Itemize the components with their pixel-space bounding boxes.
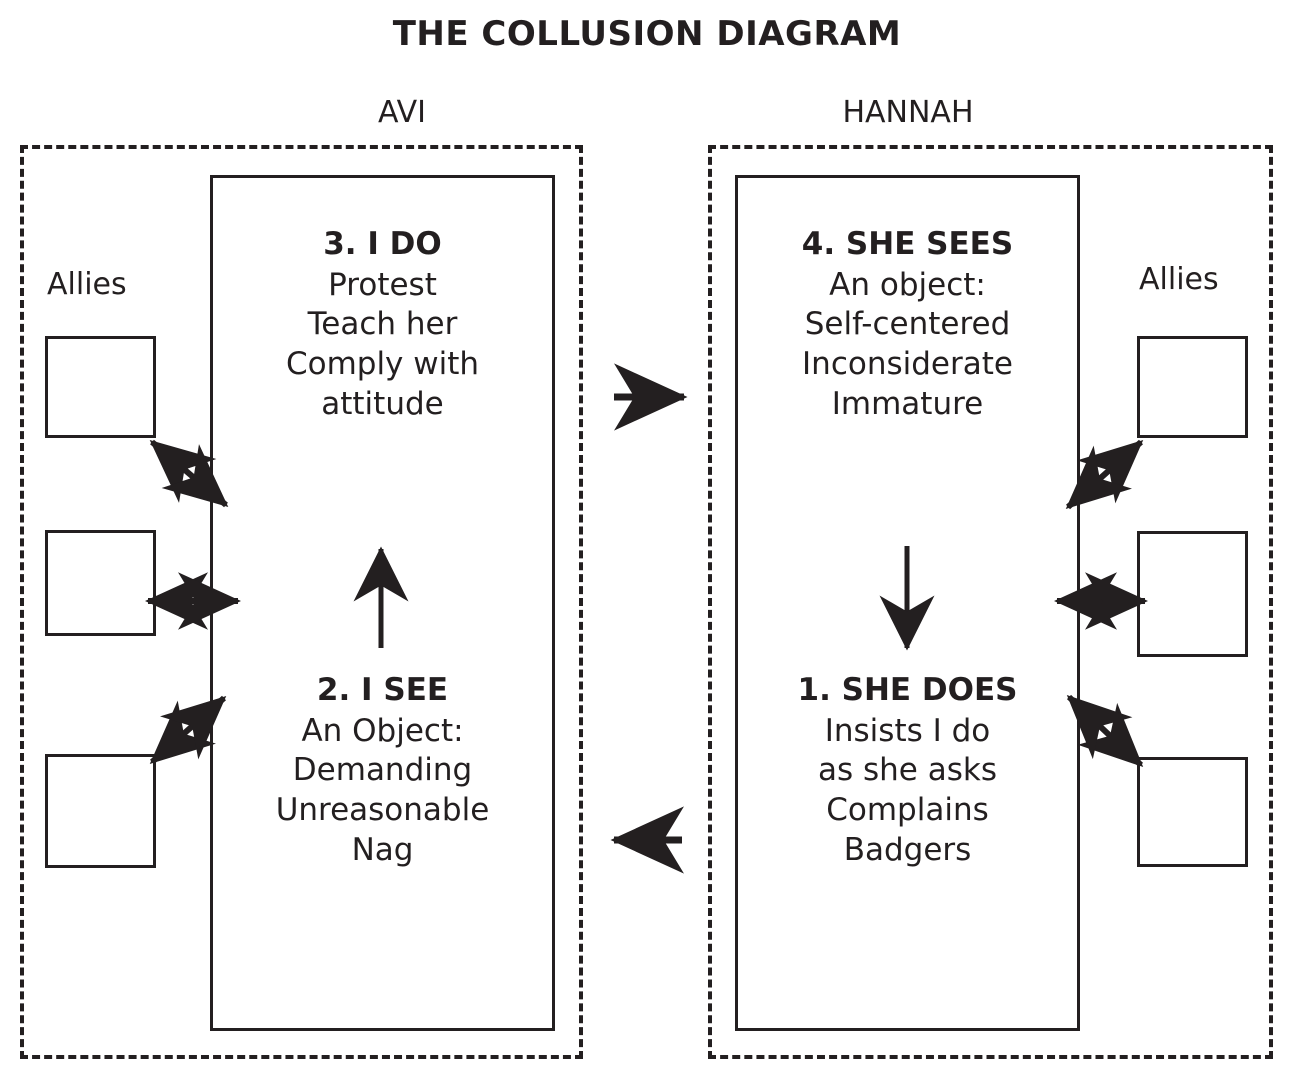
quadrant-i-do-line-4: attitude <box>321 385 444 422</box>
quadrant-i-see-line-2: Demanding <box>292 752 473 789</box>
ally-square-left-1 <box>45 336 156 438</box>
quadrant-i-see-line-4: Nag <box>351 831 414 868</box>
quadrant-i-see-heading: 2. I SEE <box>316 672 449 708</box>
quadrant-she-does-line-3: Complains <box>826 792 989 829</box>
allies-label-right: Allies <box>1139 262 1219 297</box>
quadrant-she-sees-line-4: Immature <box>831 385 984 422</box>
ally-square-left-3 <box>45 754 156 868</box>
quadrant-i-see-line-3: Unreasonable <box>275 792 490 829</box>
quadrant-i-do: 3. I DO Protest Teach her Comply with at… <box>210 226 555 425</box>
quadrant-she-sees: 4. SHE SEES An object: Self-centered Inc… <box>735 226 1080 425</box>
quadrant-she-does-heading: 1. SHE DOES <box>797 672 1018 708</box>
quadrant-she-sees-heading: 4. SHE SEES <box>801 226 1014 262</box>
quadrant-she-does-line-4: Badgers <box>843 831 972 868</box>
quadrant-she-does: 1. SHE DOES Insists I do as she asks Com… <box>735 672 1080 871</box>
quadrant-i-do-line-2: Teach her <box>307 306 458 343</box>
quadrant-i-see: 2. I SEE An Object: Demanding Unreasonab… <box>210 672 555 871</box>
ally-square-right-1 <box>1137 336 1248 438</box>
quadrant-she-sees-line-2: Self-centered <box>804 306 1011 343</box>
quadrant-she-sees-line-3: Inconsiderate <box>802 346 1013 383</box>
quadrant-i-do-line-1: Protest <box>328 266 437 303</box>
panel-hannah <box>708 145 1273 1059</box>
ally-square-right-2 <box>1137 531 1248 657</box>
quadrant-she-does-line-2: as she asks <box>818 752 997 789</box>
quadrant-she-sees-line-1: An object: <box>829 266 986 303</box>
allies-label-left: Allies <box>47 267 127 302</box>
quadrant-i-see-line-1: An Object: <box>301 712 464 749</box>
panel-avi <box>20 145 583 1059</box>
person-label-left: AVI <box>378 95 426 130</box>
quadrant-i-do-heading: 3. I DO <box>323 226 442 262</box>
ally-square-left-2 <box>45 530 156 636</box>
quadrant-she-does-line-1: Insists I do <box>824 712 991 749</box>
ally-square-right-3 <box>1137 757 1248 867</box>
person-label-right: HANNAH <box>842 95 974 130</box>
quadrant-i-do-line-3: Comply with <box>285 346 480 383</box>
page-title: THE COLLUSION DIAGRAM <box>392 14 902 54</box>
